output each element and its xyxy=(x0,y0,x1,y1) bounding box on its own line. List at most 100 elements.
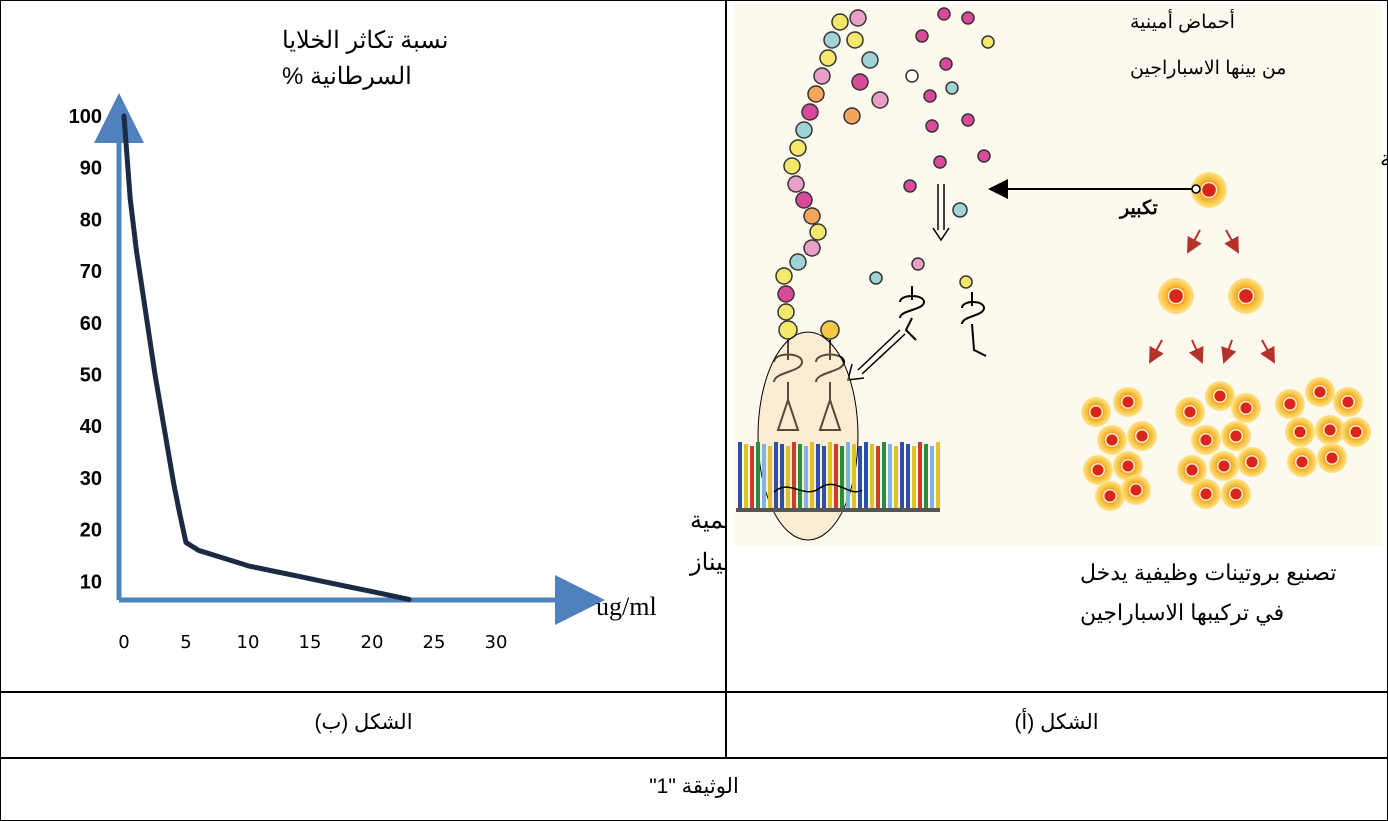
document-title: الوثيقة "1" xyxy=(649,775,739,798)
trna-molecules xyxy=(773,286,987,431)
x-tick-label: 20 xyxy=(361,632,384,653)
mrna-base xyxy=(768,446,772,508)
amino-acid-chain xyxy=(775,9,889,340)
cancer-cell-nucleus xyxy=(1167,287,1185,305)
mrna-base xyxy=(804,446,808,508)
mrna-base xyxy=(756,442,760,508)
cancer-cell-nucleus xyxy=(1312,384,1328,400)
mrna-base xyxy=(924,444,928,508)
x-tick-labels: 0 5 10 15 20 25 30 xyxy=(118,632,507,653)
cancer-cell-nucleus xyxy=(1282,396,1298,412)
y-tick-label: 90 xyxy=(80,158,102,180)
y-tick-label: 40 xyxy=(80,416,102,438)
mrna-base xyxy=(762,444,766,508)
x-tick-label: 10 xyxy=(237,632,260,653)
figure-b-cell xyxy=(0,0,727,693)
amino-acids-label-line2: من بينها الاسباراجين xyxy=(1130,58,1286,79)
mrna-base xyxy=(882,442,886,508)
mrna-base xyxy=(828,442,832,508)
asparagine-illustration: أحماض أمينية من بينها الاسباراجين خلايا … xyxy=(734,4,1388,626)
cancer-cell-nucleus xyxy=(1228,486,1244,502)
y-axis-label-line1: نسبة تكاثر الخلايا xyxy=(282,27,449,54)
x-tick-label: 5 xyxy=(180,632,191,653)
mrna-base xyxy=(870,444,874,508)
y-tick-label: 20 xyxy=(80,520,102,542)
cancer-cell-nucleus xyxy=(1184,462,1200,478)
mrna-base xyxy=(864,442,868,508)
x-axis-label-line1: كمية xyxy=(690,507,727,534)
y-tick-label: 50 xyxy=(80,365,102,387)
x-tick-label: 0 xyxy=(118,632,129,653)
cancer-cell-nucleus xyxy=(1134,428,1150,444)
cancer-cell-nucleus xyxy=(1292,424,1308,440)
y-tick-label: 80 xyxy=(80,209,102,231)
synthesis-label-line1: تصنيع بروتينات وظيفية يدخل xyxy=(1080,560,1337,586)
cancer-cell-nucleus xyxy=(1340,394,1356,410)
mrna-base xyxy=(930,446,934,508)
synthesis-label-line2: في تركيبها الاسباراجين xyxy=(1080,600,1284,626)
mrna-base xyxy=(738,442,742,508)
mrna-base xyxy=(750,446,754,508)
cancer-cells-cluster xyxy=(1081,172,1371,511)
y-tick-label: 30 xyxy=(80,468,102,490)
y-tick-label: 10 xyxy=(80,571,102,593)
mrna-base xyxy=(876,446,880,508)
free-amino-acids xyxy=(869,7,995,289)
mrna-base xyxy=(822,446,826,508)
cancer-cell-nucleus xyxy=(1212,388,1228,404)
cancer-cell-nucleus xyxy=(1120,394,1136,410)
y-tick-label: 100 xyxy=(69,106,102,128)
y-tick-label: 70 xyxy=(80,261,102,283)
cancer-cell-nucleus xyxy=(1348,424,1364,440)
figure-a-caption: الشكل (أ) xyxy=(1014,711,1099,734)
incorporation-arrow xyxy=(932,184,950,242)
mrna-base xyxy=(852,444,856,508)
trna-arrow xyxy=(847,329,906,381)
cancer-cell-nucleus xyxy=(1322,422,1338,438)
cancer-cell-nucleus xyxy=(1198,486,1214,502)
cancer-cell-nucleus xyxy=(1294,454,1310,470)
x-axis-label-line2: الاسباراجيناز xyxy=(689,549,727,576)
mrna-base xyxy=(744,444,748,508)
division-arrows xyxy=(1149,229,1275,364)
mrna-base xyxy=(840,446,844,508)
mrna-base xyxy=(858,446,862,508)
mrna-base xyxy=(918,442,922,508)
cancer-cell-nucleus xyxy=(1088,404,1104,420)
cancer-cell-nucleus xyxy=(1244,454,1260,470)
mrna-base xyxy=(936,442,940,508)
mrna-base xyxy=(906,444,910,508)
cancer-cell-nucleus xyxy=(1120,458,1136,474)
cancer-cell-nucleus xyxy=(1102,488,1118,504)
cancer-cell-nucleus xyxy=(1238,400,1254,416)
mrna-base xyxy=(816,444,820,508)
mrna-base xyxy=(912,446,916,508)
mrna-base xyxy=(834,444,838,508)
mrna-base xyxy=(798,444,802,508)
magnify-label: تكبير xyxy=(1118,198,1158,219)
x-tick-label: 30 xyxy=(485,632,508,653)
magnify-origin xyxy=(1191,184,1201,194)
cancer-cell-nucleus xyxy=(1324,450,1340,466)
cancer-cell-nucleus xyxy=(1198,432,1214,448)
x-axis-unit: ug/ml xyxy=(596,592,657,621)
mrna-base xyxy=(846,442,850,508)
cancer-cell-nucleus xyxy=(1104,432,1120,448)
x-tick-label: 15 xyxy=(299,632,322,653)
cancer-cell-nucleus xyxy=(1228,428,1244,444)
amino-acids-label-line1: أحماض أمينية xyxy=(1130,8,1235,33)
cancer-cell-nucleus xyxy=(1237,287,1255,305)
cancer-cell-nucleus xyxy=(1128,482,1144,498)
mrna-base xyxy=(900,442,904,508)
mrna-base xyxy=(894,446,898,508)
cancer-cell-nucleus xyxy=(1182,404,1198,420)
mrna-strand xyxy=(738,442,940,508)
y-axis-label-line2: السرطانية % xyxy=(282,63,412,90)
cancer-cells-label: خلايا سرطانية xyxy=(1380,146,1388,172)
mrna-base xyxy=(786,446,790,508)
cancer-cell-nucleus xyxy=(1216,458,1232,474)
mrna-base xyxy=(888,444,892,508)
x-tick-label: 25 xyxy=(423,632,446,653)
